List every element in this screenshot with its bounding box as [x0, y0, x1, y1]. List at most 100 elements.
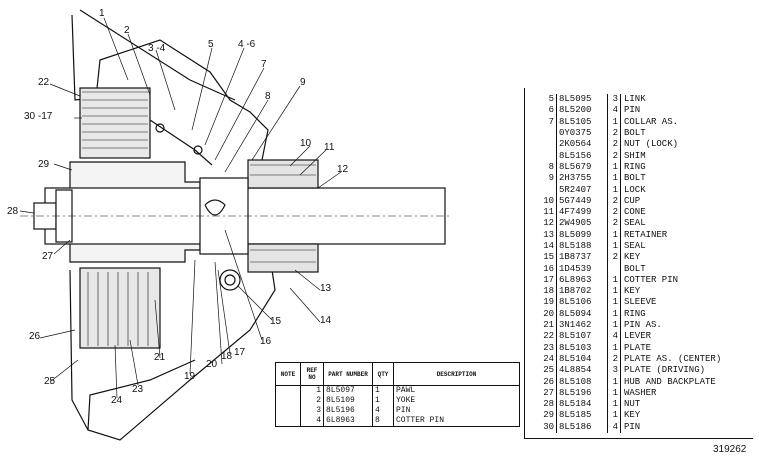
- parts-cell-ref: 19: [540, 297, 557, 309]
- small-cell-number: 8L5196: [323, 406, 373, 416]
- small-cell-note: [275, 396, 301, 406]
- callout-2: 2: [124, 25, 130, 36]
- callout-25: 25: [44, 376, 56, 387]
- parts-cell-number: 8L5679: [556, 161, 608, 174]
- parts-cell-ref: 27: [540, 387, 557, 400]
- parts-cell-description: KEY: [624, 286, 641, 297]
- callout-19: 19: [184, 371, 196, 382]
- small-cell-qty: 1: [372, 385, 394, 396]
- parts-cell-number: 5R2407: [556, 184, 608, 196]
- parts-cell-description: LEVER: [624, 331, 652, 342]
- parts-cell-description: SLEEVE: [624, 297, 657, 308]
- parts-cell-number: 4F7499: [556, 206, 608, 219]
- parts-cell-qty: 1: [607, 116, 621, 128]
- callout-10: 10: [300, 138, 312, 149]
- callout-23: 23: [132, 384, 144, 395]
- parts-cell-number: 8L5095: [556, 94, 608, 106]
- parts-cell-qty: 1: [607, 286, 621, 298]
- callout-28: 28: [7, 206, 19, 217]
- small-cell-note: [275, 416, 301, 427]
- parts-cell-qty: 2: [607, 195, 621, 207]
- parts-cell-ref: 25: [540, 365, 557, 377]
- parts-cell-description: PIN AS.: [624, 320, 662, 331]
- small-cell-description: YOKE: [393, 396, 520, 406]
- small-cell-ref: 2: [300, 396, 324, 406]
- parts-cell-number: 8L5106: [556, 297, 608, 309]
- callout-27: 27: [42, 251, 54, 262]
- callout-3-4: 3 -4: [148, 43, 166, 54]
- parts-cell-qty: 2: [607, 127, 621, 140]
- parts-cell-ref: 23: [540, 342, 557, 354]
- small-cell-qty: 8: [372, 416, 394, 427]
- parts-cell-qty: 1: [607, 240, 621, 253]
- parts-cell-description: KEY: [624, 252, 641, 263]
- parts-cell-number: 8L5184: [556, 399, 608, 411]
- parts-cell-number: 8L5185: [556, 410, 608, 422]
- parts-cell-number: 2H3755: [556, 173, 608, 185]
- parts-cell-ref: 13: [540, 229, 557, 241]
- callout-14: 14: [320, 315, 332, 326]
- parts-cell-qty: 2: [607, 150, 621, 162]
- parts-cell-description: HUB AND BACKPLATE: [624, 376, 716, 387]
- callout-15: 15: [270, 316, 282, 327]
- callout-29: 29: [38, 159, 50, 170]
- parts-cell-description: LINK: [624, 94, 646, 105]
- parts-cell-qty: 1: [607, 399, 621, 411]
- parts-cell-ref: 7: [540, 116, 557, 128]
- callout-13: 13: [320, 283, 332, 294]
- callout-11: 11: [324, 142, 335, 153]
- parts-cell-qty: 1: [607, 274, 621, 287]
- parts-cell-qty: 4: [607, 421, 621, 433]
- drawing-number: 319262: [713, 444, 747, 455]
- parts-cell-description: KEY: [624, 410, 641, 421]
- parts-cell-number: 8L5196: [556, 387, 608, 400]
- housing-outline-bottom: [69, 269, 276, 441]
- callout-21: 21: [154, 352, 166, 363]
- parts-cell-qty: 2: [607, 353, 621, 366]
- small-cell-note: [275, 406, 301, 416]
- parts-cell-ref: 12: [540, 218, 557, 230]
- parts-cell-description: CONE: [624, 207, 646, 218]
- parts-cell-qty: 2: [607, 139, 621, 151]
- parts-cell-ref: 8: [540, 161, 557, 174]
- parts-cell-qty: 1: [607, 229, 621, 241]
- parts-cell-ref: 9: [540, 173, 557, 185]
- callout-4-6: 4 -6: [238, 39, 256, 50]
- parts-cell-description: PLATE AS. (CENTER): [624, 353, 722, 364]
- callout-5: 5: [208, 39, 214, 50]
- parts-cell-ref: 6: [540, 105, 557, 117]
- parts-cell-number: 8L5188: [556, 240, 608, 253]
- parts-cell-number: 4L8854: [556, 365, 608, 377]
- parts-cell-qty: 2: [607, 218, 621, 230]
- parts-cell-qty: 1: [607, 184, 621, 196]
- parts-cell-number: 0Y0375: [556, 127, 608, 140]
- parts-cell-qty: 1: [607, 410, 621, 422]
- small-cell-description: PIN: [393, 406, 520, 416]
- parts-cell-ref: 18: [540, 286, 557, 298]
- small-cell-qty: 1: [372, 396, 394, 406]
- callout-18: 18: [221, 351, 233, 362]
- parts-cell-description: COLLAR AS.: [624, 116, 679, 127]
- parts-cell-ref: 22: [540, 331, 557, 343]
- parts-cell-number: 1B8702: [556, 286, 608, 298]
- parts-cell-number: 8L5094: [556, 308, 608, 320]
- callout-30-17: 30 -17: [24, 111, 53, 122]
- parts-cell-ref: 30: [540, 421, 557, 433]
- callout-17: 17: [234, 347, 246, 358]
